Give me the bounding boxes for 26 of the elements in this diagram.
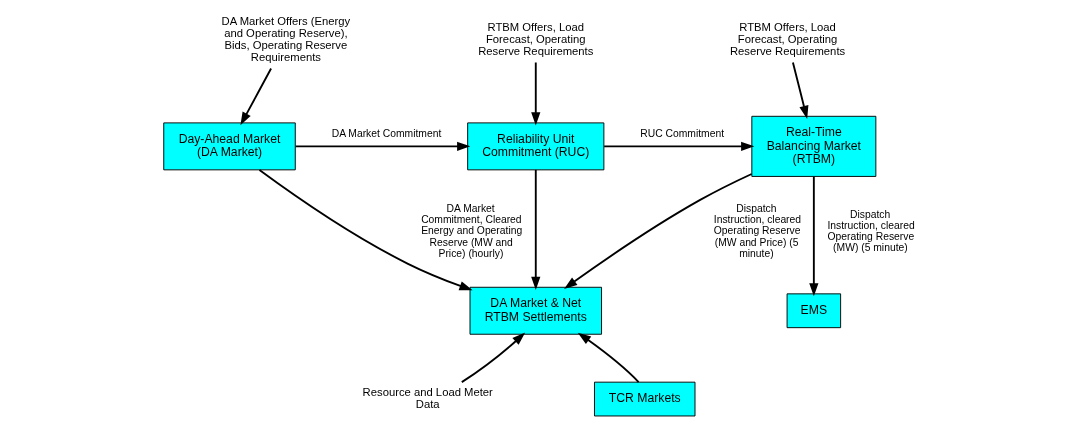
arrow (808, 175, 818, 297)
node-box: TCR Markets (593, 381, 695, 417)
arrow (602, 141, 754, 151)
node-box: Day-Ahead Market (DA Market) (162, 122, 296, 171)
node-text: RTBM Offers, Load Forecast, Operating Reserve Requirements (477, 20, 593, 58)
node-text: Resource and Load Meter Data (362, 385, 493, 411)
arrow (294, 141, 470, 151)
node-text: RTBM Offers, Load Forecast, Operating Reserve Requirements (729, 20, 845, 58)
arrow (530, 61, 540, 126)
edge-label: Dispatch Instruction, cleared Operating Reserve (MW and Price) (5 minute) (713, 202, 801, 260)
node-box: DA Market & Net RTBM Settlements (469, 286, 602, 335)
node-box: Reliability Unit Commitment (RUC) (466, 122, 604, 171)
arrow (530, 168, 540, 290)
edge-label: Dispatch Instruction, cleared Operating Reserve (MW) (5 minute) (826, 208, 915, 254)
arrow (258, 169, 473, 291)
edge-label: DA Market Commitment (331, 127, 441, 139)
edge-label: DA Market Commitment, Cleared Energy and Operating Reserve (MW and Price) (hourly) (420, 202, 522, 260)
arrow (577, 332, 640, 384)
arrow (791, 61, 808, 119)
arrow (460, 332, 525, 384)
edge-label: RUC Commitment (639, 127, 724, 139)
node-box: Real-Time Balancing Market (RTBM) (750, 115, 876, 177)
arrow (563, 173, 753, 289)
node-box: EMS (786, 293, 841, 329)
node-text: DA Market Offers (Energy and Operating Reserve), Bids, Operating Reserve Requirements (221, 14, 350, 64)
arrow (239, 67, 272, 126)
